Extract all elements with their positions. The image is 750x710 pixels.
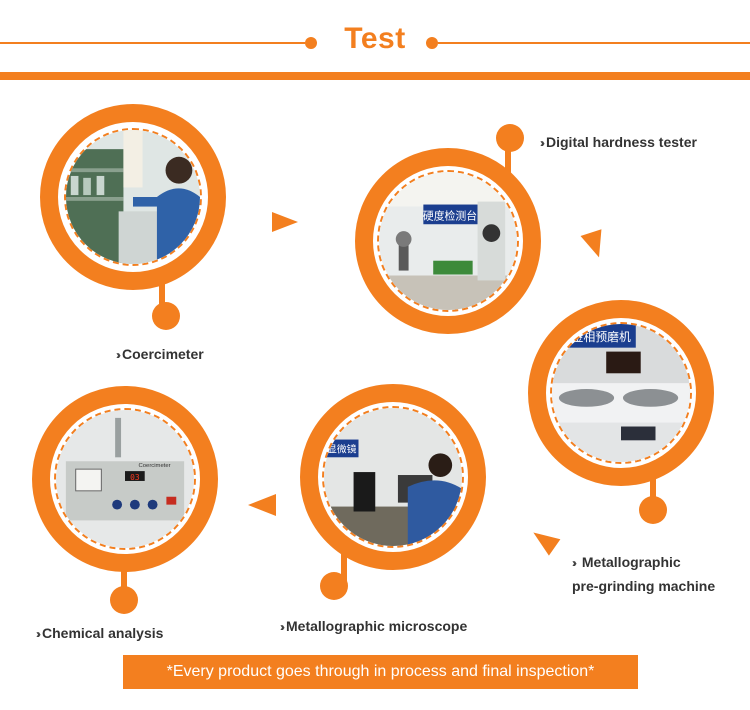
station-knob: [110, 586, 138, 614]
station-stem: [159, 270, 165, 310]
microscope-sign: 显微镜: [327, 442, 357, 455]
flow-arrow-1: [272, 212, 298, 232]
hardness-sign: 硬度检测台: [423, 208, 477, 222]
flow-arrow-4: [248, 494, 276, 516]
station-knob: [152, 302, 180, 330]
chevron-right-icon: ››: [572, 556, 577, 570]
inspection-banner: *Every product goes through in process a…: [123, 655, 638, 689]
station-stem: [341, 545, 347, 585]
header-line-left: [0, 42, 305, 44]
analysis-brand: Coercimeter: [138, 463, 170, 469]
station-label: ››Metallographic microscope: [280, 618, 468, 634]
station-label-line2: pre-grinding machine: [572, 578, 716, 594]
station-knob: [496, 124, 524, 152]
photo-pre-grinding: 金相预磨机: [550, 322, 692, 464]
grinding-sign: 金相预磨机: [572, 330, 631, 344]
station-knob: [639, 496, 667, 524]
chevron-right-icon: ››: [116, 348, 121, 362]
header-band: [0, 72, 750, 80]
station-stem: [121, 560, 127, 600]
chevron-right-icon: ››: [36, 627, 41, 641]
station-label: ››Coercimeter: [116, 346, 204, 362]
station-label: ›› Metallographic: [572, 554, 681, 570]
header-line-right: [438, 42, 750, 44]
analysis-display: 03: [130, 473, 140, 482]
station-stem: [650, 470, 656, 510]
photo-coercimeter: [64, 128, 202, 266]
chevron-right-icon: ››: [540, 136, 545, 150]
page-title: Test: [344, 22, 406, 55]
photo-hardness-tester: 硬度检测台: [377, 170, 519, 312]
flow-arrow-3: [527, 524, 561, 556]
chevron-right-icon: ››: [280, 620, 285, 634]
station-label: ››Digital hardness tester: [540, 134, 697, 150]
photo-microscope: 显微镜: [322, 406, 464, 548]
header-dot-left: [305, 37, 317, 49]
station-label: ››Chemical analysis: [36, 625, 164, 641]
flow-arrow-2: [580, 229, 610, 261]
header-dot-right: [426, 37, 438, 49]
station-knob: [320, 572, 348, 600]
photo-chemical: 03 Coercimeter: [54, 408, 196, 550]
